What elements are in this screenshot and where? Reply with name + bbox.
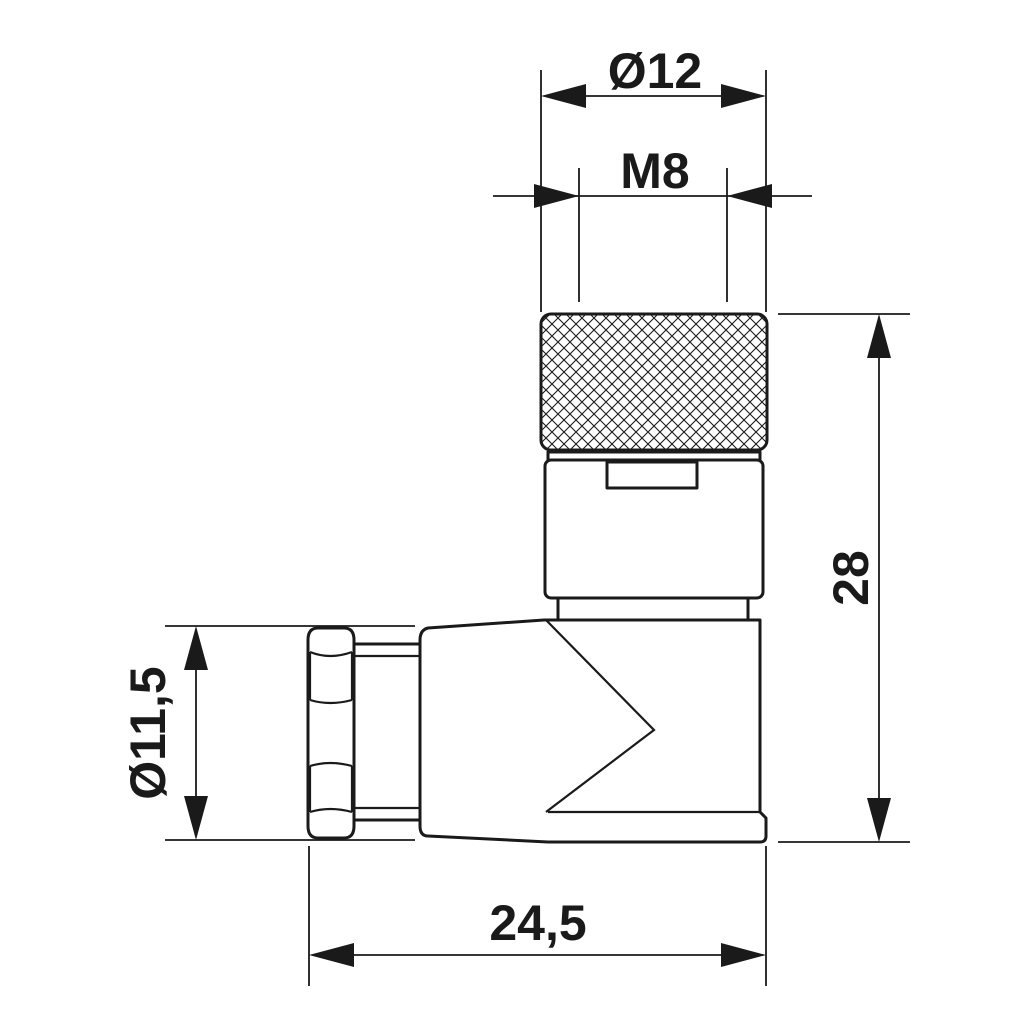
arrowhead — [184, 626, 208, 670]
cable-sleeve — [350, 642, 422, 822]
arrowhead — [867, 798, 891, 842]
hex-cable-nut — [306, 626, 356, 840]
arrowhead — [184, 796, 208, 840]
body-neck — [556, 596, 750, 622]
dimension-label-24-5: 24,5 — [489, 895, 586, 951]
chevron-recess — [545, 619, 656, 813]
latch-tab — [605, 460, 699, 490]
arrowhead — [721, 943, 766, 967]
connector-body — [306, 312, 769, 844]
angled-housing — [418, 618, 768, 844]
dimension-label-28: 28 — [823, 550, 879, 606]
dimension-label-diameter-11-5: Ø11,5 — [120, 666, 176, 799]
hex-nut-edges — [308, 652, 354, 812]
arrowhead — [534, 184, 579, 208]
arrowhead — [721, 84, 766, 108]
arrowhead — [541, 84, 586, 108]
arrowhead — [309, 943, 354, 967]
knurled-nut — [539, 312, 769, 452]
hex-nut-flats — [309, 650, 353, 814]
arrowhead — [727, 184, 772, 208]
dimension-width-24-5: 24,5 — [308, 846, 767, 986]
arrowhead — [867, 314, 891, 358]
dimension-diameter-11-5: Ø11,5 — [120, 625, 415, 841]
dimension-label-m8: M8 — [620, 143, 689, 199]
dimension-thread-m8: M8 — [493, 143, 812, 302]
dimension-label-diameter-12: Ø12 — [608, 43, 703, 99]
dimension-height-28: 28 — [778, 313, 910, 843]
